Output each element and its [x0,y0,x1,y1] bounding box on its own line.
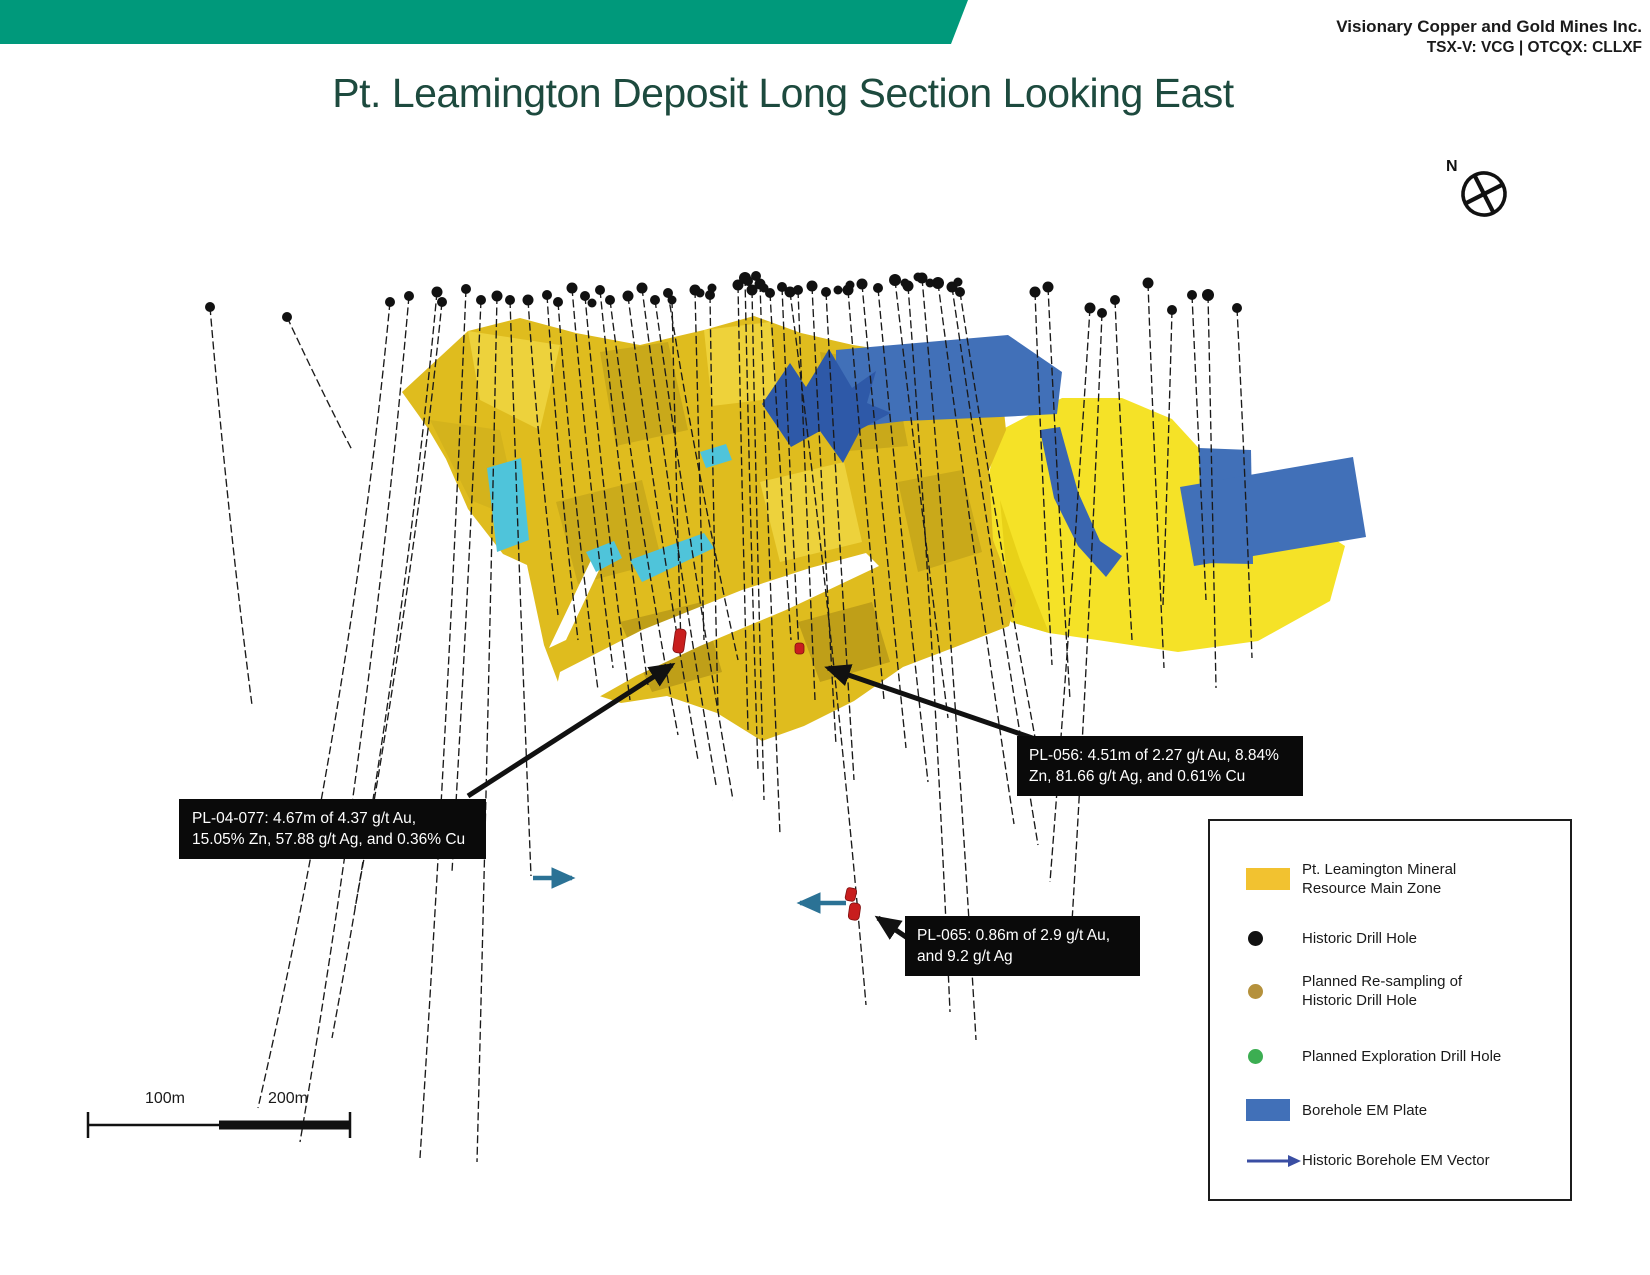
legend-item-em-plate: Borehole EM Plate [1246,1099,1427,1121]
cyan-alteration-patches [487,444,732,582]
em-plate-swatch-wrap [1246,1099,1302,1121]
callout-pl-065: PL-065: 0.86m of 2.9 g/t Au, and 9.2 g/t… [905,916,1140,976]
compass-icon [1461,171,1507,217]
main-zone-swatch-wrap [1246,868,1302,890]
historic-drill-hole-dot-icon [1248,931,1263,946]
compass-north-label: N [1446,158,1458,175]
legend-label-historic-drill-hole: Historic Drill Hole [1302,930,1418,947]
em-plate-swatch [1246,1099,1290,1121]
legend-item-planned-resampling: Planned Re-sampling of Historic Drill Ho… [1246,972,1462,1010]
callout-pl-04-077-line1: PL-04-077: 4.67m of 4.37 g/t Au, [192,810,417,827]
em-vector-arrows [533,867,846,914]
exploration-dot-wrap [1246,1049,1302,1064]
legend-item-em-vector: Historic Borehole EM Vector [1246,1151,1490,1170]
legend-label-em-plate: Borehole EM Plate [1302,1101,1428,1119]
borehole-em-plates [762,335,1366,577]
brand-bar [0,0,968,44]
scale-label-200m: 200m [267,1090,309,1107]
compass: N [1440,156,1520,236]
scale-bar [86,1112,352,1138]
callout-pl-04-077: PL-04-077: 4.67m of 4.37 g/t Au, 15.05% … [179,799,486,859]
legend-item-planned-exploration: Planned Exploration Drill Hole [1246,1047,1501,1066]
legend-item-historic-drill-hole: Historic Drill Hole [1246,929,1417,948]
callout-pl-056: PL-056: 4.51m of 2.27 g/t Au, 8.84% Zn, … [1017,736,1303,796]
legend-label-main-zone: Pt. Leamington Mineral Resource Main Zon… [1302,861,1457,897]
main-zone-swatch [1246,868,1290,890]
resample-dot-wrap [1246,983,1302,999]
scale-label-100m: 100m [144,1090,186,1107]
planned-resampling-dot-icon [1248,983,1263,999]
em-vector-arrow-wrap [1246,1154,1302,1168]
legend-item-main-zone: Pt. Leamington Mineral Resource Main Zon… [1246,860,1456,898]
historic-dot-wrap [1246,931,1302,946]
company-name: Visionary Copper and Gold Mines Inc. [1336,17,1642,36]
callout-pl-04-077-line2: 15.05% Zn, 57.88 g/t Ag, and 0.36% Cu [192,831,466,848]
legend-label-planned-exploration: Planned Exploration Drill Hole [1302,1048,1502,1065]
callout-pl-065-line2: and 9.2 g/t Ag [917,948,1013,965]
fault-gash [549,547,879,702]
company-info: Visionary Copper and Gold Mines Inc. TSX… [1336,16,1642,58]
page-title: Pt. Leamington Deposit Long Section Look… [332,70,1234,116]
planned-exploration-dot-icon [1248,1049,1263,1064]
em-vector-arrow-icon [1247,1154,1301,1167]
callout-pl-056-line1: PL-056: 4.51m of 2.27 g/t Au, 8.84% [1029,747,1279,764]
drill-hole-collars [205,271,1242,322]
legend-label-em-vector: Historic Borehole EM Vector [1302,1152,1490,1169]
callout-pl-065-line1: PL-065: 0.86m of 2.9 g/t Au, [917,927,1111,944]
callout-pl-056-line2: Zn, 81.66 g/t Ag, and 0.61% Cu [1029,768,1246,785]
legend-label-planned-resampling: Planned Re-sampling of Historic Drill Ho… [1302,973,1463,1009]
legend: Pt. Leamington Mineral Resource Main Zon… [1208,819,1572,1201]
company-tickers: TSX-V: VCG | OTCQX: CLLXF [1426,39,1642,56]
intercept-markers-red [672,628,861,921]
